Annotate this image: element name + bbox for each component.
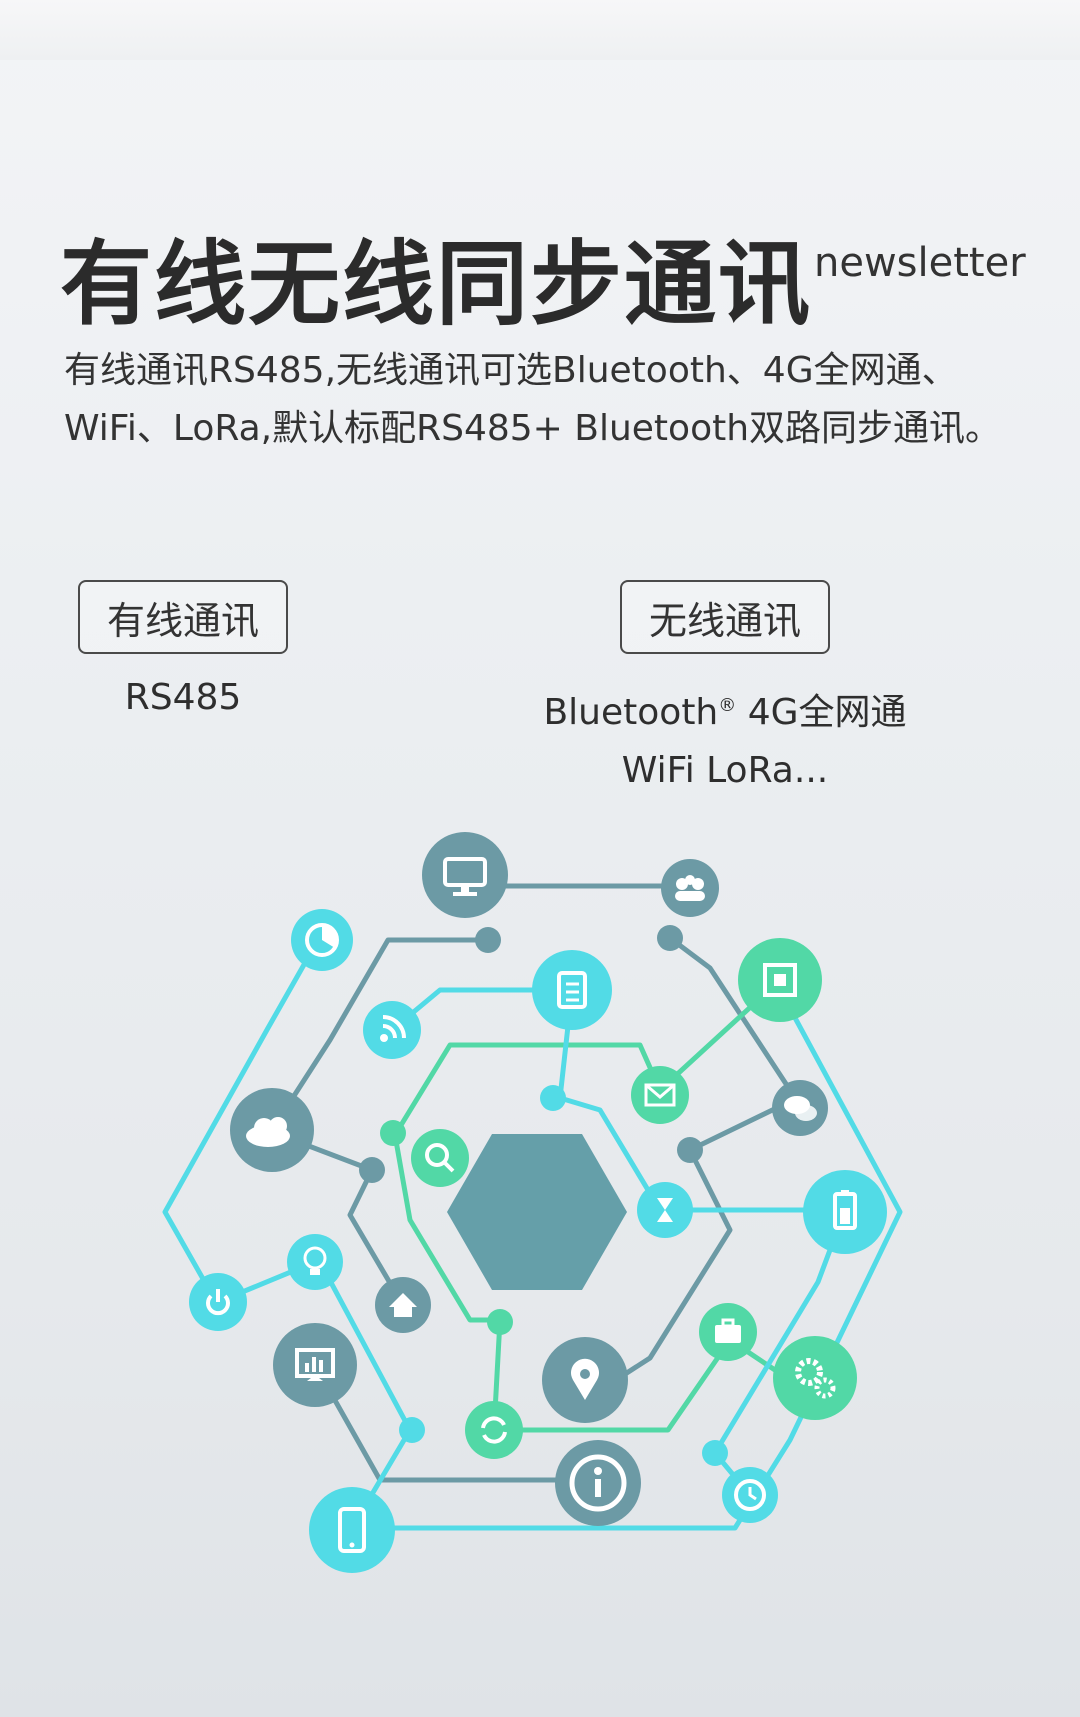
wireless-protocols: Bluetooth® 4G全网通 WiFi LoRa... bbox=[520, 677, 930, 800]
junction-dot bbox=[380, 1120, 406, 1146]
dashboard-icon bbox=[273, 1323, 357, 1407]
description-line-1: 有线通讯RS485,无线通讯可选Bluetooth、4G全网通、 bbox=[64, 350, 958, 391]
connector-slate-3 bbox=[667, 935, 793, 1093]
wireless-tag: 无线通讯 bbox=[620, 580, 830, 654]
lightbulb-icon bbox=[287, 1234, 343, 1290]
description-line-2: WiFi、LoRa,默认标配RS485+ Bluetooth双路同步通讯。 bbox=[64, 408, 1002, 449]
junction-dot bbox=[487, 1309, 513, 1335]
top-band bbox=[0, 0, 1080, 60]
connector-slate-4 bbox=[585, 1097, 796, 1401]
connector-green-1 bbox=[392, 977, 783, 1138]
page-title: 有线无线同步通讯 bbox=[60, 231, 813, 338]
page-title-english: newsletter bbox=[814, 240, 1026, 286]
wifi-signal-icon bbox=[363, 1001, 421, 1059]
junction-dot bbox=[475, 927, 501, 953]
clipboard-icon bbox=[532, 950, 612, 1030]
home-icon bbox=[375, 1277, 431, 1333]
battery-icon bbox=[803, 1170, 887, 1254]
junction-dot bbox=[677, 1137, 703, 1163]
clock-icon bbox=[722, 1467, 778, 1523]
wired-protocols: RS485 bbox=[124, 677, 242, 718]
location-pin-icon bbox=[542, 1337, 628, 1423]
pie-chart-icon bbox=[291, 909, 353, 971]
briefcase-icon bbox=[699, 1303, 757, 1361]
junction-dot bbox=[657, 925, 683, 951]
refresh-icon bbox=[465, 1401, 523, 1459]
search-icon bbox=[411, 1129, 469, 1187]
chip-icon bbox=[738, 938, 822, 1022]
connector-outer-left bbox=[162, 937, 321, 1303]
center-hexagon bbox=[447, 1134, 627, 1290]
network-illustration bbox=[162, 832, 903, 1573]
connector-slate-1 bbox=[269, 937, 491, 1133]
junction-dot bbox=[540, 1085, 566, 1111]
junction-dot bbox=[359, 1157, 385, 1183]
smartphone-icon bbox=[309, 1487, 395, 1573]
info-icon bbox=[555, 1440, 641, 1526]
group-icon bbox=[661, 859, 719, 917]
mail-icon bbox=[631, 1066, 689, 1124]
junction-dot bbox=[399, 1417, 425, 1443]
wireless-protocols-4g: 4G全网通 bbox=[736, 692, 907, 733]
hourglass-icon bbox=[637, 1182, 693, 1238]
wired-tag: 有线通讯 bbox=[78, 580, 288, 654]
cloud-icon bbox=[230, 1088, 314, 1172]
power-icon bbox=[189, 1273, 247, 1331]
junction-dots bbox=[359, 925, 728, 1466]
monitor-icon bbox=[422, 832, 508, 918]
wireless-protocols-bluetooth: Bluetooth bbox=[543, 692, 719, 733]
wireless-protocols-line-2: WiFi LoRa... bbox=[621, 750, 829, 791]
description: 有线通讯RS485,无线通讯可选Bluetooth、4G全网通、 WiFi、Lo… bbox=[64, 342, 1024, 458]
trademark-mark: ® bbox=[718, 695, 737, 716]
gears-icon bbox=[773, 1336, 857, 1420]
connector-outer-bottom bbox=[349, 987, 903, 1531]
connector-slate-5 bbox=[269, 1129, 403, 1303]
junction-dot bbox=[702, 1440, 728, 1466]
chat-icon bbox=[772, 1080, 828, 1136]
